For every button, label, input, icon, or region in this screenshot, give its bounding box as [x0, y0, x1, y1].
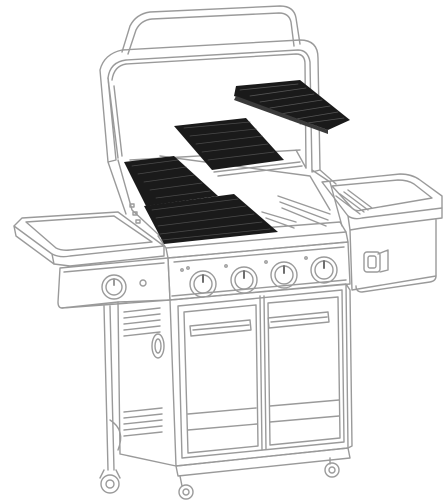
left-side-shelf	[13, 211, 165, 267]
burner-knob-4[interactable]	[310, 256, 338, 284]
caster-front	[178, 475, 194, 500]
warming-rack	[213, 149, 307, 177]
burner-knob-1[interactable]	[189, 270, 217, 298]
legs-and-wheels	[99, 305, 340, 500]
side-vents	[123, 307, 163, 437]
control-panel	[57, 241, 351, 309]
grate-front-installed	[144, 194, 278, 244]
side-burner-knob[interactable]	[101, 274, 147, 300]
caster-right	[324, 457, 340, 478]
right-side-shelf	[321, 173, 443, 293]
grate-left-floating	[124, 156, 218, 206]
burner-knob-3[interactable]	[270, 261, 298, 289]
grate-floating-right	[234, 80, 350, 134]
wheel-left	[99, 469, 121, 494]
cabinet-door-left[interactable]	[183, 304, 259, 454]
grill-lid	[99, 5, 321, 173]
cabinet	[61, 283, 353, 477]
cabinet-door-right[interactable]	[267, 296, 341, 446]
cooking-grates	[124, 80, 350, 244]
grate-middle-back	[174, 118, 284, 170]
burner-knob-2[interactable]	[230, 266, 258, 294]
